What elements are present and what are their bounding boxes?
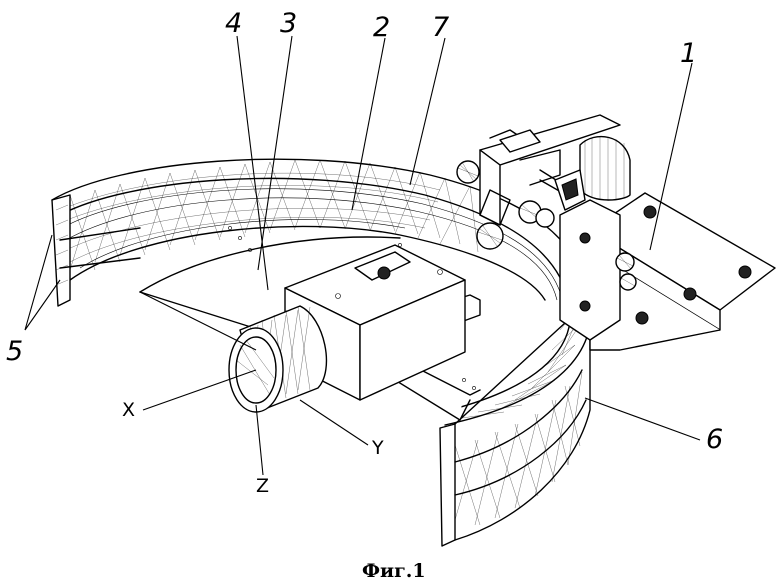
leader-lines (24, 35, 701, 476)
arc-band (51, 158, 592, 547)
label-1: 1 (680, 38, 697, 69)
label-x: X (122, 399, 135, 421)
figure-caption: Фиг.1 (362, 560, 426, 582)
label-6: 6 (706, 424, 723, 455)
part-labels: 4 3 2 7 1 5 6 X Y Z (6, 8, 723, 497)
label-4: 4 (225, 8, 242, 39)
label-y: Y (371, 437, 384, 459)
cylinder-tool (228, 305, 328, 413)
label-7: 7 (432, 12, 449, 43)
drive-mechanism (456, 114, 776, 351)
label-3: 3 (280, 8, 297, 39)
label-2: 2 (373, 12, 390, 43)
label-5: 5 (6, 336, 23, 367)
label-z: Z (256, 475, 269, 497)
